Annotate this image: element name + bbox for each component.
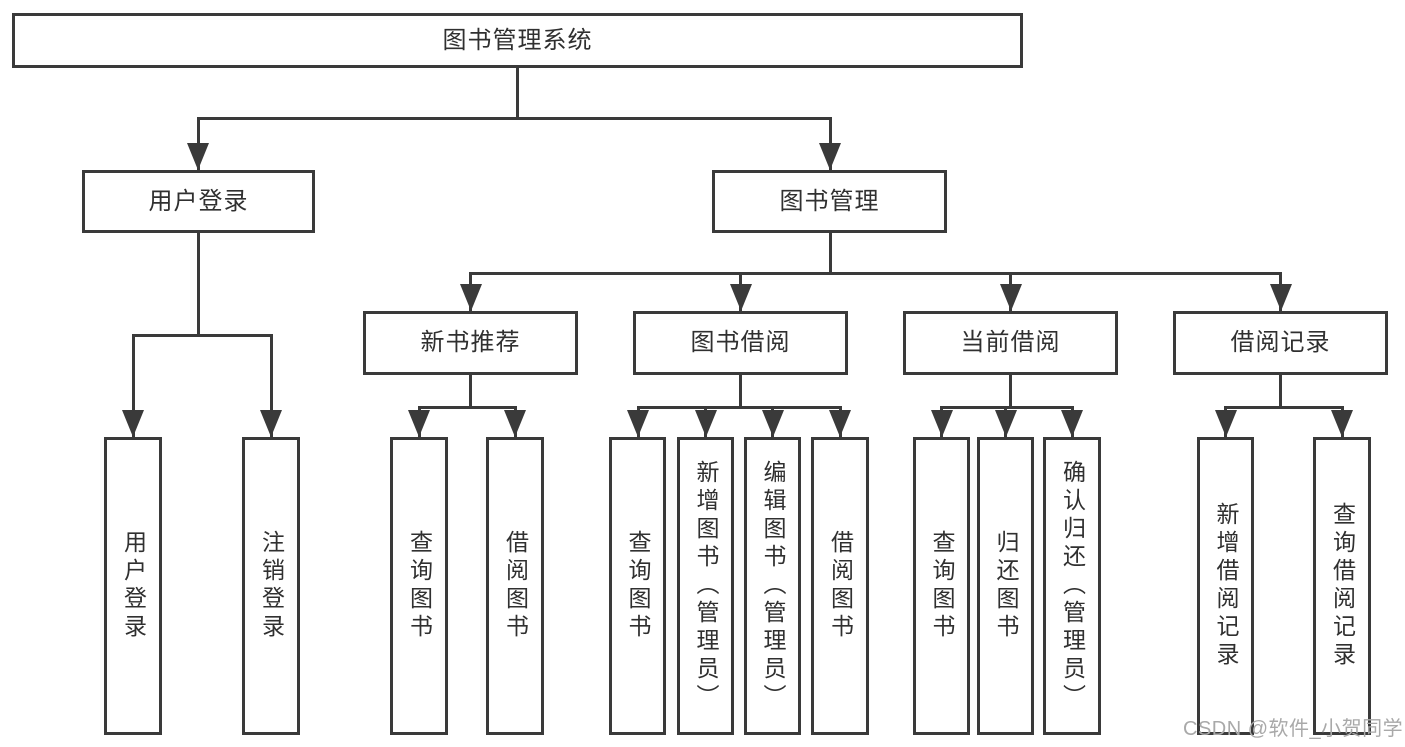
leaf-borrow-books-recommend: 借阅图书: [486, 437, 544, 735]
node-label: 借阅图书: [827, 530, 854, 642]
node-label: 查询图书: [929, 530, 955, 642]
connector-line: [131, 335, 135, 437]
arrow-down-icon: [504, 410, 526, 437]
connector-line: [636, 405, 842, 409]
connector-line: [739, 375, 742, 407]
connector-line: [196, 233, 200, 335]
arrow-down-icon: [1269, 284, 1292, 311]
leaf-edit-book-admin: 编辑图书（管理员）: [744, 437, 801, 735]
node-label: 归还图书: [993, 530, 1019, 642]
node-label: 图书管理: [779, 187, 880, 215]
node-label: 借阅图书: [502, 530, 529, 642]
leaf-query-books-recommend: 查询图书: [390, 437, 448, 735]
connector-line: [469, 375, 472, 407]
arrow-down-icon: [999, 284, 1022, 311]
connector-line: [417, 405, 517, 409]
node-label: 借阅记录: [1230, 329, 1331, 356]
node-current-borrow: 当前借阅: [903, 311, 1118, 375]
arrow-down-icon: [122, 410, 144, 437]
arrow-down-icon: [829, 410, 851, 437]
leaf-confirm-return-admin: 确认归还（管理员）: [1043, 437, 1101, 735]
connector-line: [131, 333, 273, 337]
leaf-user-login: 用户登录: [104, 437, 162, 735]
node-borrow-records: 借阅记录: [1173, 311, 1388, 375]
node-library-management-system: 图书管理系统: [12, 13, 1023, 68]
arrow-down-icon: [1331, 410, 1353, 437]
arrow-down-icon: [626, 410, 649, 437]
connector-line: [828, 233, 832, 273]
node-label: 新书推荐: [420, 329, 521, 356]
node-user-login: 用户登录: [82, 170, 315, 233]
node-label: 注销登录: [258, 530, 285, 642]
leaf-add-book-admin: 新增图书（管理员）: [677, 437, 734, 735]
leaf-query-books-current: 查询图书: [913, 437, 970, 735]
node-label: 图书借阅: [690, 329, 791, 356]
node-label: 用户登录: [148, 187, 249, 215]
node-book-management: 图书管理: [712, 170, 947, 233]
connector-line: [940, 405, 1074, 409]
arrow-down-icon: [1061, 410, 1083, 437]
leaf-query-books-borrow: 查询图书: [609, 437, 666, 735]
node-label: 当前借阅: [960, 329, 1061, 356]
node-label: 查询借阅记录: [1329, 502, 1356, 670]
node-label: 新增借阅记录: [1213, 502, 1239, 670]
node-label: 确认归还（管理员）: [1059, 460, 1086, 712]
arrow-down-icon: [260, 410, 282, 437]
connector-line: [196, 116, 832, 120]
leaf-logout: 注销登录: [242, 437, 300, 735]
watermark: CSDN @软件_小贺同学: [1183, 718, 1404, 740]
arrow-down-icon: [187, 143, 209, 170]
node-label: 用户登录: [120, 530, 147, 642]
arrow-down-icon: [1214, 410, 1237, 437]
connector-line: [469, 271, 1282, 275]
arrow-down-icon: [694, 410, 717, 437]
arrow-down-icon: [930, 410, 953, 437]
node-label: 新增图书（管理员）: [693, 460, 719, 712]
connector-line: [1224, 405, 1344, 409]
connector-line: [515, 67, 519, 118]
node-new-book-recommend: 新书推荐: [363, 311, 578, 375]
node-label: 查询图书: [625, 530, 651, 642]
leaf-borrow-books: 借阅图书: [811, 437, 869, 735]
arrow-down-icon: [408, 410, 430, 437]
leaf-return-book: 归还图书: [977, 437, 1034, 735]
connector-line: [1009, 375, 1012, 407]
node-label: 编辑图书（管理员）: [760, 460, 786, 712]
leaf-query-borrow-record: 查询借阅记录: [1313, 437, 1371, 735]
arrow-down-icon: [819, 143, 841, 170]
node-label: 查询图书: [406, 530, 433, 642]
arrow-down-icon: [459, 284, 482, 311]
connector-line: [1279, 375, 1282, 407]
arrow-down-icon: [729, 284, 752, 311]
node-book-borrow: 图书借阅: [633, 311, 848, 375]
arrow-down-icon: [761, 410, 784, 437]
connector-line: [269, 335, 273, 437]
arrow-down-icon: [994, 410, 1017, 437]
leaf-add-borrow-record: 新增借阅记录: [1197, 437, 1254, 735]
node-label: 图书管理系统: [442, 26, 593, 54]
